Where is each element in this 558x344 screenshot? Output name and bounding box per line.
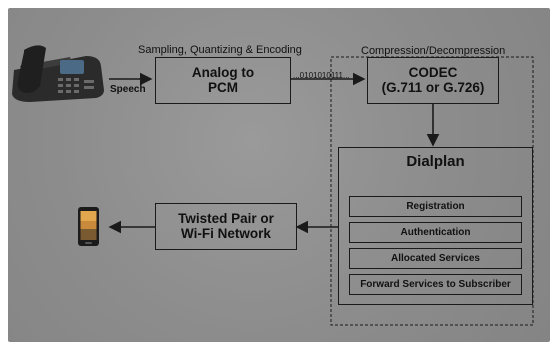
analog-to-pcm-line2: PCM [208,79,238,95]
desk-phone-icon [12,45,104,102]
compression-title: Compression/Decompression [361,45,506,57]
network-box: Twisted Pair or Wi-Fi Network [155,203,297,250]
dialplan-item-allocated-services: Allocated Services [349,248,522,269]
analog-to-pcm-line1: Analog to [191,64,255,80]
codec-line2: (G.711 or G.726) [381,79,485,95]
network-line1: Twisted Pair or [178,210,274,226]
dialplan-item-registration: Registration [349,196,522,217]
codec-box: CODEC (G.711 or G.726) [367,57,499,104]
speech-label: Speech [110,84,146,95]
dialplan-title: Dialplan [406,153,465,170]
bitstream-label: ...0101010111... [293,71,350,80]
sampling-title: Sampling, Quantizing & Encoding [138,44,302,56]
network-line2: Wi-Fi Network [181,225,271,241]
smartphone-icon [78,207,99,246]
dialplan-item-authentication: Authentication [349,222,522,243]
dialplan-item-forward-services: Forward Services to Subscriber [349,274,522,295]
analog-to-pcm-box: Analog to PCM [155,57,291,104]
codec-line1: CODEC [408,64,458,80]
dialplan-box: Dialplan [338,147,533,305]
